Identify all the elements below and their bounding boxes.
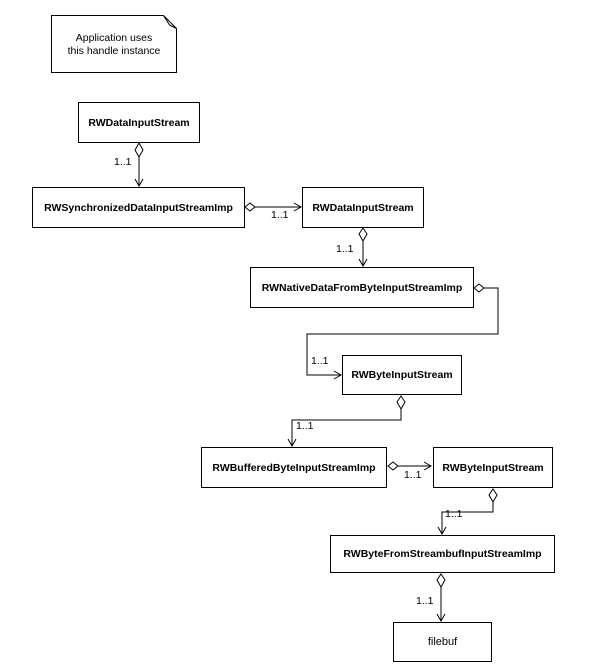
arrowhead-icon xyxy=(293,202,303,212)
connector-line xyxy=(306,287,499,376)
class-box-rw-byte-from-streambuf-input-stream-imp: RWByteFromStreambufInputStreamImp xyxy=(330,535,555,573)
connector-synchronizedimp-to-datainputstream xyxy=(244,202,303,212)
class-box-filebuf: filebuf xyxy=(393,622,492,662)
class-name: RWSynchronizedDataInputStreamImp xyxy=(44,201,233,214)
arrowhead-icon xyxy=(358,258,368,268)
multiplicity-label: 1..1 xyxy=(296,420,314,432)
arrowhead-icon xyxy=(333,370,343,380)
class-name: RWBufferedByteInputStreamImp xyxy=(212,461,376,474)
connector-nativedataimp-to-byteinputstream xyxy=(306,283,499,380)
arrowhead-icon xyxy=(437,526,447,536)
aggregation-diamond-icon xyxy=(488,488,498,504)
multiplicity-label: 1..1 xyxy=(404,469,422,481)
connector-streambufimp-to-filebuf xyxy=(436,573,446,623)
multiplicity-label: 1..1 xyxy=(311,355,329,367)
class-box-rw-synchronized-data-input-stream-imp: RWSynchronizedDataInputStreamImp xyxy=(32,187,245,228)
arrowhead-icon xyxy=(134,178,144,188)
multiplicity-label: 1..1 xyxy=(336,243,354,255)
multiplicity-label: 1..1 xyxy=(114,156,132,168)
note-line: Application uses xyxy=(75,32,153,44)
connector-bufferedimp-to-byteinputstream xyxy=(387,461,433,471)
class-name: RWByteInputStream xyxy=(442,461,544,474)
aggregation-diamond-icon xyxy=(387,461,399,471)
aggregation-diamond-icon xyxy=(244,202,256,212)
class-box-rw-native-data-from-byte-input-stream-imp: RWNativeDataFromByteInputStreamImp xyxy=(250,267,474,308)
class-box-rw-buffered-byte-input-stream-imp: RWBufferedByteInputStreamImp xyxy=(201,447,387,488)
aggregation-diamond-icon xyxy=(396,395,406,411)
multiplicity-label: 1..1 xyxy=(445,508,463,520)
class-box-rw-data-input-stream-handle: RWDataInputStream xyxy=(78,102,200,143)
class-name: RWDataInputStream xyxy=(312,201,414,214)
arrowhead-icon xyxy=(436,613,446,623)
connector-byteinputstream-to-bufferedimp xyxy=(287,395,406,448)
connector-line xyxy=(441,502,494,534)
class-name: RWByteInputStream xyxy=(351,369,453,381)
connector-datainputstream-to-nativedataimp xyxy=(358,227,368,268)
multiplicity-label: 1..1 xyxy=(416,595,434,607)
aggregation-diamond-icon xyxy=(134,141,144,159)
aggregation-diamond-icon xyxy=(436,573,446,589)
class-box-rw-byte-input-stream-2: RWByteInputStream xyxy=(433,447,553,488)
class-name: RWByteFromStreambufInputStreamImp xyxy=(343,548,542,560)
arrowhead-icon xyxy=(423,461,433,471)
arrowhead-icon xyxy=(287,438,297,448)
note-text: Application uses this handle instance xyxy=(51,15,177,73)
folded-corner-icon xyxy=(163,15,177,29)
class-box-rw-byte-input-stream: RWByteInputStream xyxy=(342,355,462,395)
note-shape-icon xyxy=(51,15,177,73)
aggregation-diamond-icon xyxy=(358,227,368,243)
class-box-rw-data-input-stream: RWDataInputStream xyxy=(302,187,424,228)
connector-datainputstream-to-synchronizedimp xyxy=(134,141,144,188)
class-name: RWNativeDataFromByteInputStreamImp xyxy=(261,281,463,294)
class-name: filebuf xyxy=(427,636,458,648)
connector-byteinputstream-to-streambufimp xyxy=(437,488,498,536)
aggregation-diamond-icon xyxy=(473,283,485,293)
note-application-uses-handle: Application uses this handle instance xyxy=(51,15,177,73)
note-line: this handle instance xyxy=(67,45,161,57)
class-name: RWDataInputStream xyxy=(88,116,190,129)
connector-line xyxy=(291,409,402,446)
multiplicity-label: 1..1 xyxy=(271,209,289,221)
